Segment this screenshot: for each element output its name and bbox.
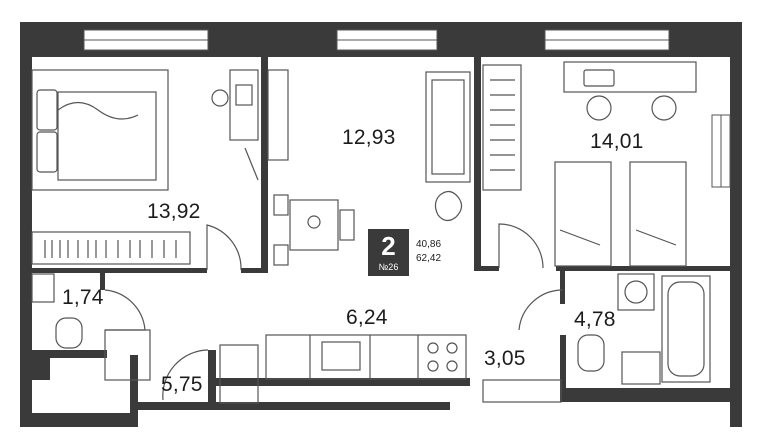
chair-icon — [586, 95, 677, 121]
door-wc — [104, 289, 146, 331]
area-summary: 40,86 62,42 — [416, 238, 441, 266]
wall-corridor-bottom — [208, 378, 470, 386]
wall-bottom-right — [560, 388, 742, 402]
room-area-hall: 6,24 — [346, 306, 388, 329]
wall-kids-bottom-b — [556, 266, 730, 271]
door-kids — [498, 223, 544, 269]
sofa-icon — [425, 71, 471, 183]
wall-entry-left — [130, 355, 138, 427]
entry-wardrobe-icon — [219, 344, 259, 404]
wall-entry-bottom — [130, 402, 450, 410]
room-area-kids: 14,01 — [590, 130, 644, 153]
wall-bottom-left — [20, 413, 135, 427]
wardrobe-icon — [31, 231, 191, 265]
wall-wc-right — [100, 270, 105, 290]
bath-toilet-icon — [577, 334, 605, 372]
kids-desk-icon — [563, 61, 697, 93]
kitchen-counter-icon — [265, 334, 467, 380]
toilet-icon — [31, 273, 83, 349]
apartment-badge: 2 №26 40,86 62,42 — [368, 229, 457, 276]
bathtub-icon — [661, 275, 711, 383]
wall-right — [730, 22, 742, 427]
wall-wc-bottom — [32, 350, 107, 358]
apartment-number: №26 — [378, 262, 399, 272]
room-area-entry: 5,75 — [161, 373, 203, 396]
wall-bedroom-bottom-b — [241, 268, 268, 273]
room-area-living: 12,93 — [342, 126, 396, 149]
living-area: 40,86 — [416, 239, 442, 250]
wall-left-block — [32, 358, 50, 380]
stove-icon — [427, 342, 458, 372]
wall-closet-right — [560, 335, 566, 395]
closet-shelf-icon — [482, 379, 562, 403]
bunk-wardrobe-icon — [482, 64, 522, 191]
door-bath — [518, 289, 564, 331]
shelf-icon — [267, 69, 289, 161]
shoe-cabinet-icon — [104, 329, 151, 381]
wall-left — [20, 22, 32, 427]
walls — [20, 22, 742, 427]
room-area-bath: 4,78 — [574, 308, 616, 331]
bath-sink-icon — [621, 351, 661, 385]
room-area-closet: 3,05 — [484, 347, 526, 370]
room-area-bedroom: 13,92 — [147, 200, 201, 223]
sink-icon — [321, 341, 361, 371]
washing-machine-icon — [617, 273, 655, 311]
bed-icon — [31, 69, 169, 191]
room-count-box: 2 №26 — [368, 229, 409, 276]
wall-bedroom-living — [261, 57, 268, 270]
room-count: 2 — [381, 231, 396, 261]
wall-living-kids — [474, 57, 481, 270]
total-area: 62,42 — [416, 253, 442, 264]
wall-bath-left — [560, 270, 565, 304]
room-area-wc: 1,74 — [62, 286, 104, 309]
kids-beds-icon — [554, 161, 687, 267]
plant-icon — [434, 190, 463, 222]
door-entry — [162, 349, 209, 401]
wall-bedroom-bottom-a — [32, 268, 207, 273]
wall-kids-bottom-a — [474, 266, 499, 271]
dining-table-icon — [273, 194, 355, 266]
windows — [83, 29, 731, 188]
desk-icon — [211, 69, 259, 181]
door-bedroom — [206, 224, 242, 271]
